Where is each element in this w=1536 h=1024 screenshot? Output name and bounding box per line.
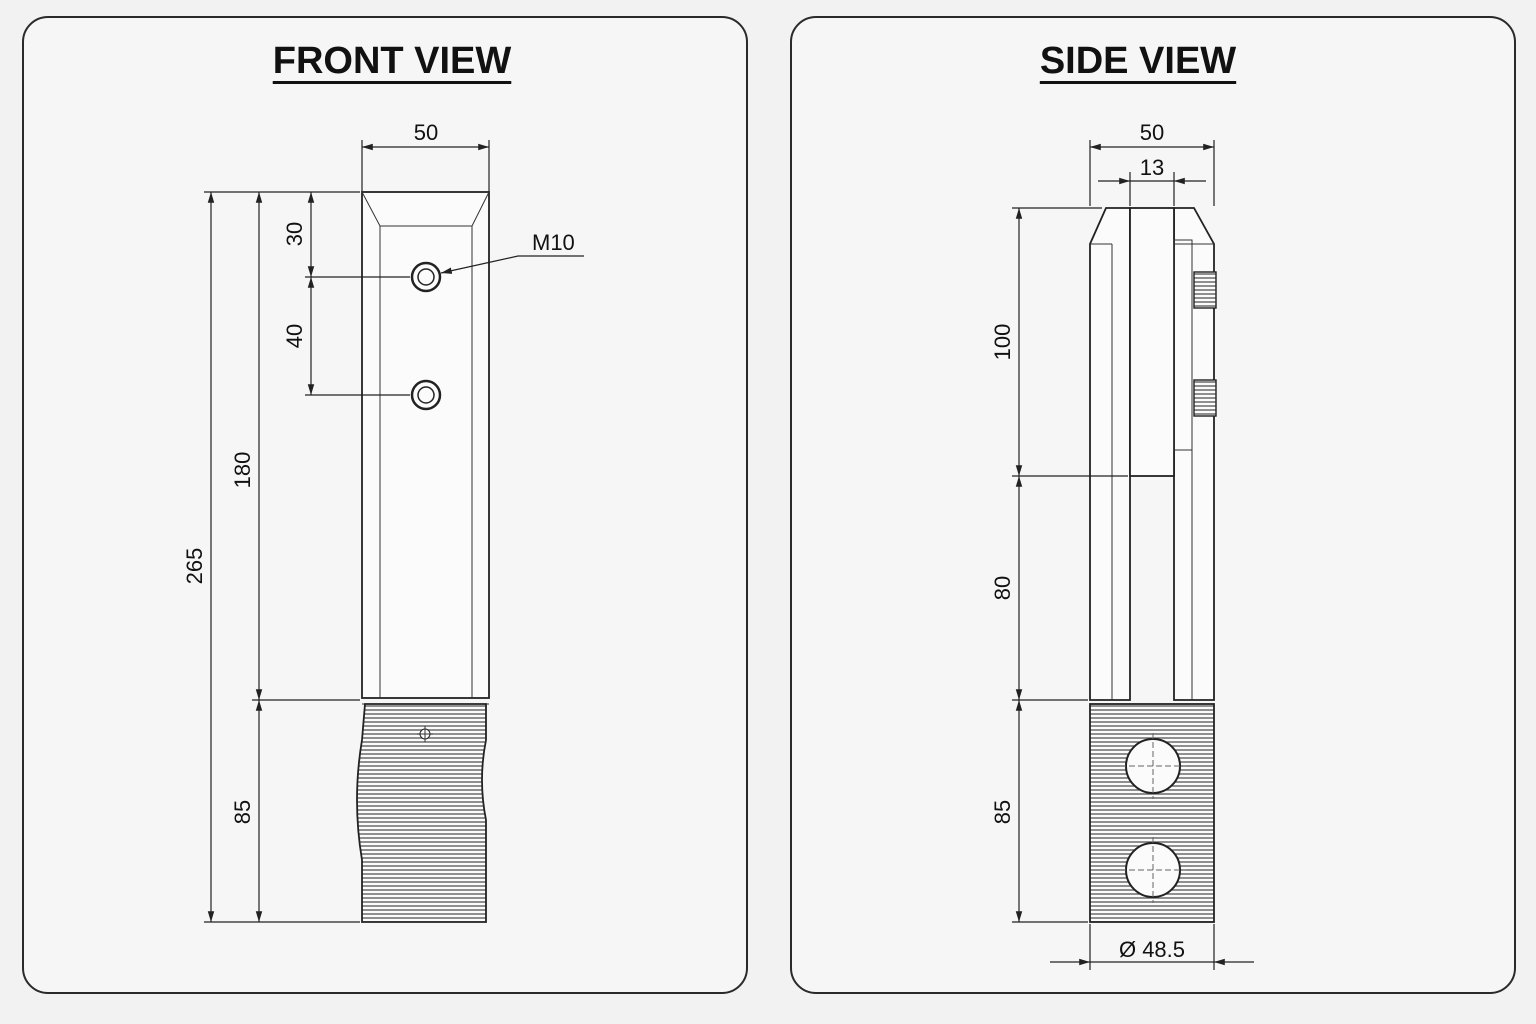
side-width-label: 50: [1140, 120, 1164, 145]
front-view-title: FRONT VIEW: [272, 40, 512, 82]
side-dimensions: 50 13 100 80 85 Ø 48.5: [990, 120, 1254, 970]
front-threaded-anchor: [356, 703, 487, 923]
front-post-chamfer: [361, 191, 490, 227]
set-screw-top: [1193, 271, 1217, 309]
side-view-title: SIDE VIEW: [1039, 40, 1237, 82]
front-top-to-hole-label: 30: [282, 222, 307, 246]
front-width-label: 50: [414, 120, 438, 145]
m10-hole-bottom: [410, 379, 442, 411]
side-diameter-label: Ø 48.5: [1119, 937, 1185, 962]
front-post: [356, 191, 490, 923]
m10-hole-top: [410, 261, 442, 293]
side-slot-width-label: 13: [1140, 155, 1164, 180]
side-mid-height-label: 80: [990, 576, 1015, 600]
side-lower-height-label: 85: [990, 800, 1015, 824]
front-dimensions: 50 265 180 85 30 40 M10: [182, 120, 584, 923]
front-total-height-label: 265: [182, 548, 207, 585]
front-lower-height-label: 85: [230, 800, 255, 824]
set-screw-bottom: [1193, 379, 1217, 417]
front-upper-height-label: 180: [230, 452, 255, 489]
m10-callout: M10: [532, 230, 575, 255]
side-clamp-height-label: 100: [990, 324, 1015, 361]
side-post: [1089, 207, 1217, 923]
front-hole-spacing-label: 40: [282, 324, 307, 348]
